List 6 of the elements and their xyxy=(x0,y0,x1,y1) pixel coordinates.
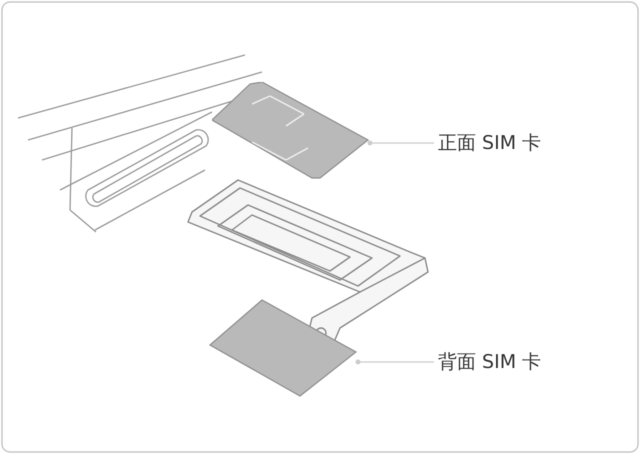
leader-line xyxy=(356,360,434,364)
callout-label: 背面 SIM 卡 xyxy=(438,350,542,374)
callout-label: 正面 SIM 卡 xyxy=(438,131,542,155)
leader-line xyxy=(368,140,434,146)
sim-card-drawing xyxy=(208,298,358,398)
sim-card-drawing xyxy=(212,82,370,180)
